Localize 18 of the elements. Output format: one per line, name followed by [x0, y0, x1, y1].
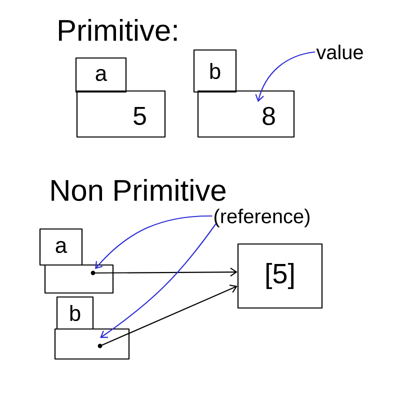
- arrow: [95, 215, 212, 269]
- variable-box: [54, 328, 130, 360]
- tab-box: b: [56, 296, 94, 330]
- arrow: [100, 223, 216, 338]
- heading: Primitive:: [59, 19, 177, 41]
- variable-box: [44, 264, 114, 294]
- tab-box: a: [39, 228, 83, 266]
- value-box: 8: [197, 90, 295, 138]
- annotation-text: value: [316, 44, 363, 60]
- arrow: [92, 268, 238, 276]
- arrow: [255, 51, 316, 102]
- value-box: 5: [76, 90, 166, 138]
- tab-box: b: [193, 49, 237, 93]
- tab-box: a: [75, 57, 127, 93]
- annotation-text: (reference): [214, 208, 310, 228]
- array-box: [5]: [237, 243, 323, 309]
- arrow: [99, 284, 238, 347]
- heading: Non Primitive: [52, 179, 226, 201]
